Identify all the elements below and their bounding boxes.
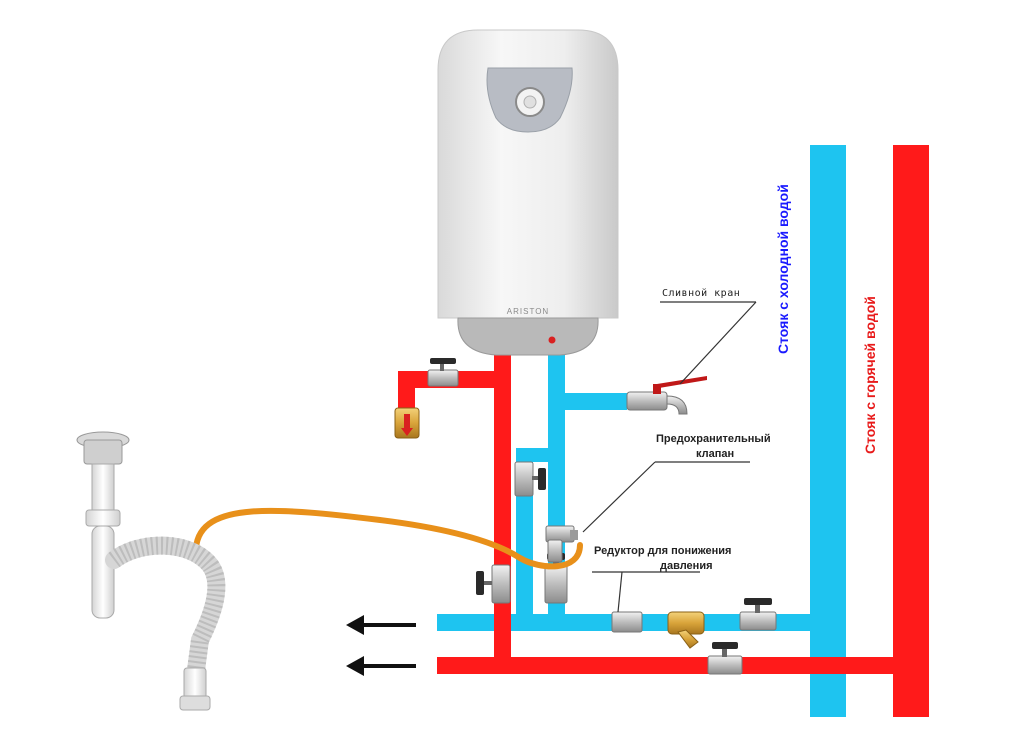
water-heater: ARISTON <box>437 29 619 356</box>
safety-valve-label-line1: Предохранительный <box>656 433 771 445</box>
cold-drain-branch <box>565 393 627 410</box>
drain-hose <box>193 507 583 570</box>
filter-icon <box>667 611 705 649</box>
hot-outlet-pipe <box>494 352 511 674</box>
leader-lines <box>582 301 757 613</box>
siphon-icon <box>76 431 226 711</box>
hot-main-pipe <box>437 657 929 674</box>
drain-valve-label: Сливной кран <box>662 288 741 299</box>
drain-tap <box>626 376 707 415</box>
check-valve-icon <box>394 407 420 439</box>
cold-riser-pipe <box>810 145 846 717</box>
ball-valve-icon <box>707 642 743 675</box>
pressure-reducer <box>611 611 643 633</box>
hot-bypass-down <box>398 371 415 411</box>
cold-riser-label: Стояк с холодной водой <box>775 184 791 354</box>
ball-valve-icon <box>476 564 511 604</box>
ball-valve-icon <box>514 461 546 497</box>
heater-brand-label: ARISTON <box>507 307 549 316</box>
hot-riser-label: Стояк с горячей водой <box>862 296 878 454</box>
arrow-left-icon <box>346 615 416 635</box>
reducer-label-line2: давления <box>660 560 713 572</box>
ball-valve-icon <box>739 598 777 631</box>
safety-valve <box>545 525 578 563</box>
hot-riser-pipe <box>893 145 929 717</box>
arrow-left-icon <box>346 656 416 676</box>
ball-valve-icon <box>427 358 459 387</box>
safety-valve-label-line2: клапан <box>696 448 735 460</box>
power-indicator <box>548 336 556 344</box>
reducer-label-line1: Редуктор для понижения <box>594 545 732 557</box>
